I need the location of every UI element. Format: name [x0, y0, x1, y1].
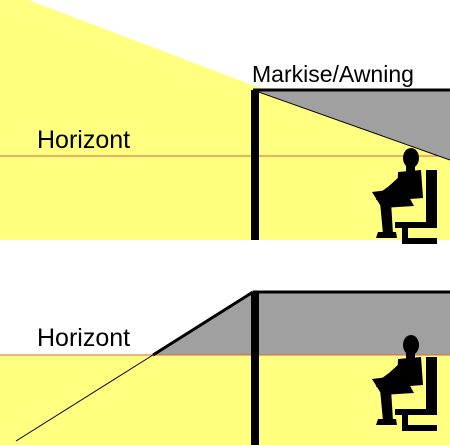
awning-post-bottom — [251, 292, 259, 445]
horizon-label-top: Horizont — [37, 126, 130, 154]
top-scene: Markise/Awning Horizont — [0, 0, 450, 244]
awning-label: Markise/Awning — [252, 61, 414, 87]
sun-ray-bottom — [15, 354, 154, 442]
bottom-scene: Horizont — [0, 290, 450, 445]
awning-post-top — [251, 90, 259, 240]
awning-shadow-bottom — [153, 292, 450, 355]
sunlight-area-bottom — [0, 355, 450, 445]
awning-bottom — [152, 290, 254, 357]
sun-ray-top — [252, 89, 450, 161]
horizon-label-bottom: Horizont — [37, 324, 130, 352]
sunlight-area-top — [0, 0, 450, 240]
